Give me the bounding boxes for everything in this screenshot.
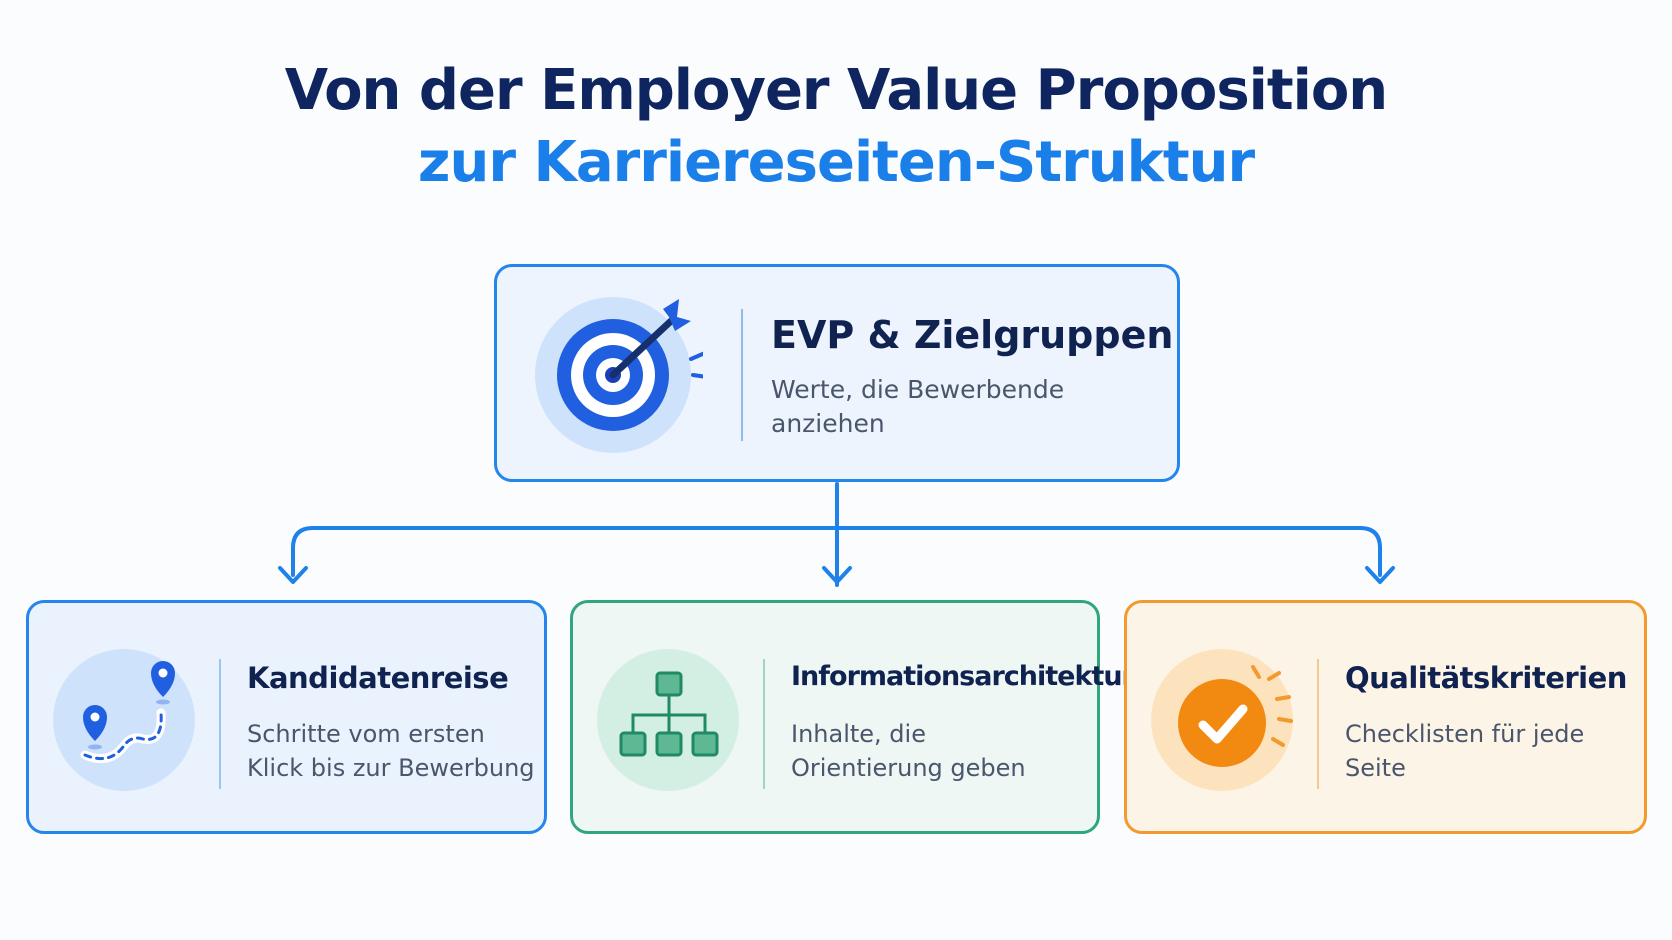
card-divider xyxy=(741,309,743,441)
card-description: Werte, die Bewerbende anziehen xyxy=(771,375,1065,438)
card-qualitaetskriterien: Qualitätskriterien Checklisten für jede … xyxy=(1124,600,1647,834)
card-divider xyxy=(763,659,765,789)
card-heading: Informationsarchitektur xyxy=(791,661,1135,692)
title-line-2: zur Karriereseiten-Struktur xyxy=(417,130,1255,195)
sitemap-icon xyxy=(595,647,741,793)
card-informationsarchitektur: Informationsarchitektur Inhalte, die Ori… xyxy=(570,600,1135,834)
map-route-icon xyxy=(51,647,197,793)
arrowhead-left xyxy=(278,566,308,584)
card-description: Checklisten für jede Seite xyxy=(1345,720,1585,782)
connector-branch xyxy=(291,526,1382,577)
target-arrow-icon xyxy=(531,287,709,459)
card-heading: EVP & Zielgruppen xyxy=(771,313,1174,357)
checkmark-badge-icon xyxy=(1149,647,1295,793)
card-divider xyxy=(1317,659,1319,789)
card-divider xyxy=(219,659,221,789)
card-heading: Kandidatenreise xyxy=(247,661,509,695)
card-description: Schritte vom ersten Klick bis zur Bewerb… xyxy=(247,720,535,782)
arrowhead-center xyxy=(822,566,852,584)
card-kandidatenreise: Kandidatenreise Schritte vom ersten Klic… xyxy=(26,600,547,834)
title-line-1: Von der Employer Value Proposition xyxy=(284,58,1388,123)
card-evp-zielgruppen: EVP & Zielgruppen Werte, die Bewerbende … xyxy=(494,264,1180,482)
arrowhead-right xyxy=(1365,566,1395,584)
card-description: Inhalte, die Orientierung geben xyxy=(791,720,1026,782)
card-heading: Qualitätskriterien xyxy=(1345,661,1627,695)
